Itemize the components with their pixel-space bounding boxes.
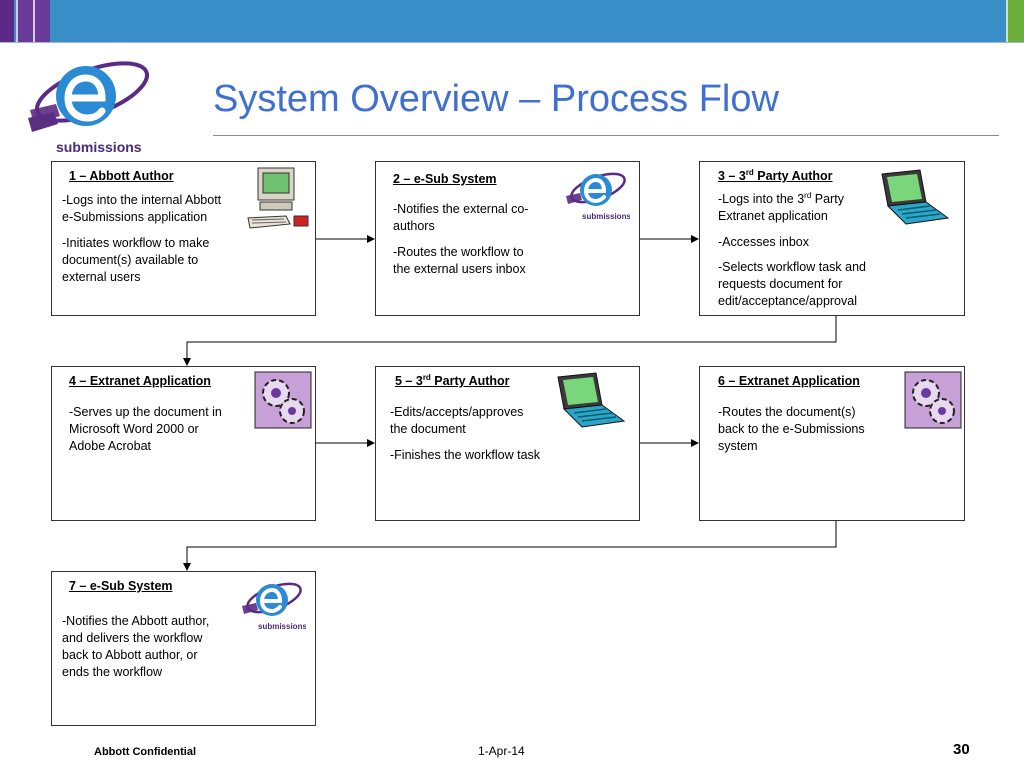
step-text: external users [62, 270, 141, 284]
step-text: edit/acceptance/approval [718, 294, 857, 308]
step-text: -Selects workflow task and [718, 260, 866, 274]
step-box-1: 1 – Abbott Author -Logs into the interna… [51, 161, 316, 316]
banner-stripe [33, 0, 50, 42]
step-text: -Routes the document(s) [718, 405, 856, 419]
icon-logo-text: submissions [582, 212, 630, 221]
gears-icon [904, 371, 962, 429]
footer-date: 1-Apr-14 [478, 744, 525, 758]
step-text: -Accesses inbox [718, 235, 810, 249]
step-text: -Logs into the 3rd Party [718, 190, 844, 206]
step-box-5: 5 – 3rd Party Author -Edits/accepts/appr… [375, 366, 640, 521]
esubmissions-logo-icon: submissions [566, 172, 630, 221]
step-box-4: 4 – Extranet Application -Serves up the … [51, 366, 316, 521]
step-text: -Logs into the internal Abbott [62, 193, 222, 207]
step-text: -Serves up the document in [69, 405, 222, 419]
top-banner [0, 0, 1024, 43]
step-text: Microsoft Word 2000 or [69, 422, 199, 436]
slide-title: System Overview – Process Flow [213, 78, 779, 120]
desktop-computer-icon [247, 167, 309, 229]
step-text: authors [393, 219, 435, 233]
footer-confidential: Abbott Confidential [94, 746, 197, 758]
arrow-3-to-4 [183, 316, 837, 366]
logo-stack-shape [28, 112, 58, 132]
arrow-6-to-7 [183, 521, 837, 571]
banner-stripe [16, 0, 33, 42]
footer-page-number: 30 [953, 741, 970, 758]
step-text: -Routes the workflow to [393, 245, 524, 259]
laptop-icon [557, 372, 626, 428]
step-text: system [718, 439, 758, 453]
step-title: 6 – Extranet Application [718, 374, 860, 388]
step-text: Adobe Acrobat [69, 439, 152, 453]
step-text: requests document for [718, 277, 843, 291]
esubmissions-logo-icon: submissions [242, 582, 306, 631]
step-text: back to the e-Submissions [718, 422, 865, 436]
step-text: ends the workflow [62, 665, 163, 679]
step-text: Extranet application [718, 209, 828, 223]
step-box-7: 7 – e-Sub System -Notifies the Abbott au… [51, 571, 316, 726]
laptop-icon [881, 169, 950, 225]
step-text: the external users inbox [393, 262, 526, 276]
step-title: 1 – Abbott Author [69, 169, 174, 183]
logo-text: submissions [56, 139, 142, 155]
step-title: 4 – Extranet Application [69, 374, 211, 388]
step-box-3: 3 – 3rd Party Author -Logs into the 3rd … [699, 161, 965, 316]
banner-accent-left [0, 0, 14, 42]
step-text: and delivers the workflow [62, 631, 203, 645]
step-text: -Notifies the Abbott author, [62, 614, 210, 628]
step-text: the document [390, 422, 466, 436]
step-title: 3 – 3rd Party Author [718, 167, 833, 183]
step-text: -Finishes the workflow task [390, 448, 541, 462]
step-text: -Edits/accepts/approves [390, 405, 524, 419]
step-text: -Notifies the external co- [393, 202, 529, 216]
title-underline [213, 135, 999, 136]
step-text: e-Submissions application [62, 210, 208, 224]
step-text: back to Abbott author, or [62, 648, 198, 662]
step-box-6: 6 – Extranet Application -Routes the doc… [699, 366, 965, 521]
banner-accent-right [1006, 0, 1024, 42]
gears-icon [254, 371, 312, 429]
step-text: document(s) available to [62, 253, 199, 267]
esubmissions-logo: submissions [28, 61, 150, 155]
logo-e-letter [64, 74, 106, 122]
step-box-2: 2 – e-Sub System -Notifies the external … [375, 161, 640, 316]
step-title: 5 – 3rd Party Author [395, 372, 510, 388]
step-title: 2 – e-Sub System [393, 172, 497, 186]
step-title: 7 – e-Sub System [69, 579, 173, 593]
step-text: -Initiates workflow to make [62, 236, 210, 250]
icon-logo-text: submissions [258, 622, 306, 631]
